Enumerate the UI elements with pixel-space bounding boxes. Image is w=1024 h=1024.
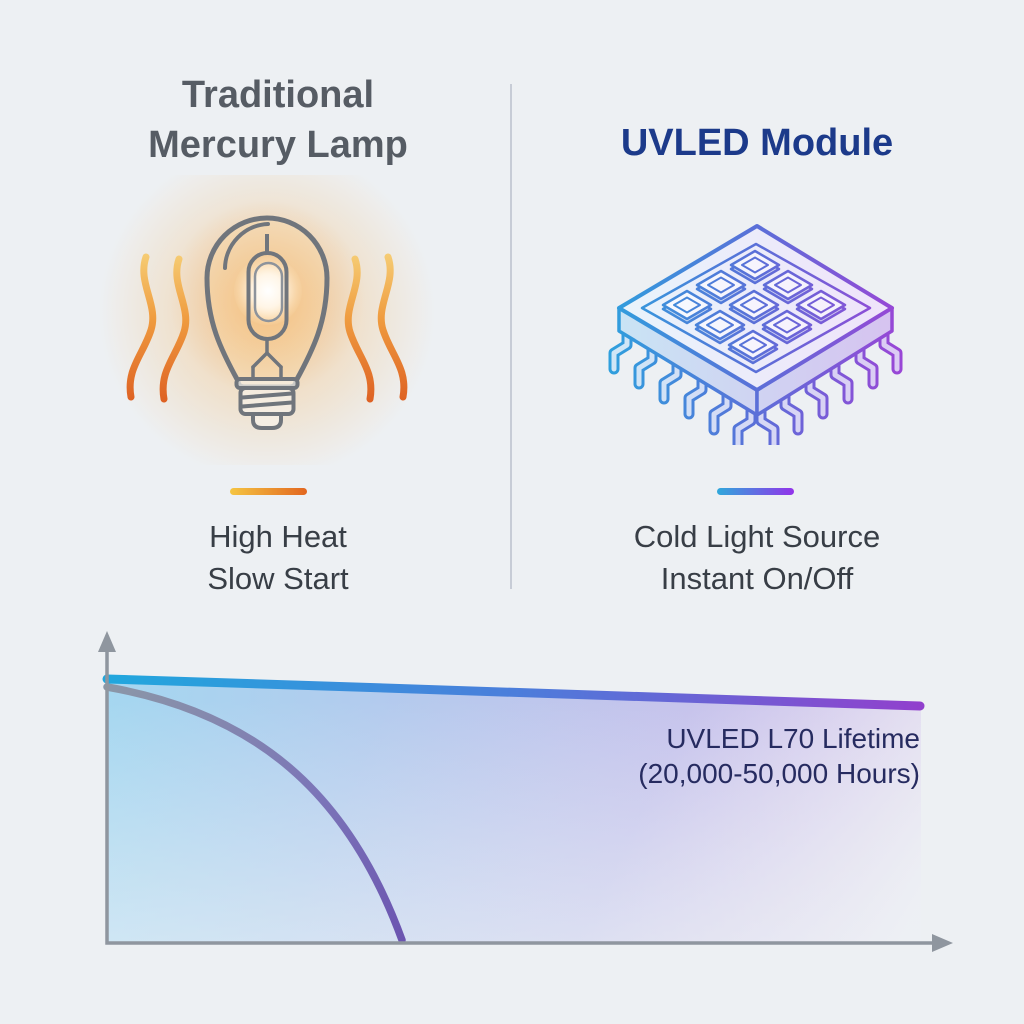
y-axis-arrow-icon bbox=[98, 631, 116, 652]
left-title-line2: Mercury Lamp bbox=[148, 124, 408, 166]
chart-annotation-line1: UVLED L70 Lifetime bbox=[666, 723, 920, 754]
chart-annotation: UVLED L70 Lifetime (20,000-50,000 Hours) bbox=[560, 721, 920, 791]
right-caption-line1: Cold Light Source bbox=[633, 519, 881, 554]
left-column-title: Traditional Mercury Lamp bbox=[110, 70, 446, 170]
x-axis-arrow-icon bbox=[932, 934, 953, 952]
mercury-decay-curve bbox=[103, 683, 406, 944]
left-caption: High Heat Slow Start bbox=[110, 516, 446, 600]
left-caption-line2: Slow Start bbox=[207, 561, 349, 596]
right-caption: Cold Light Source Instant On/Off bbox=[589, 516, 925, 600]
left-title-line1: Traditional bbox=[181, 74, 375, 116]
heat-wave-icons bbox=[126, 253, 408, 403]
right-caption-line2: Instant On/Off bbox=[660, 561, 854, 596]
left-accent-underline bbox=[230, 488, 307, 495]
uvled-lifetime-line bbox=[102, 674, 925, 711]
mercury-lamp-icon bbox=[99, 175, 435, 465]
chart-axes bbox=[98, 631, 953, 952]
chart-annotation-line2: (20,000-50,000 Hours) bbox=[638, 758, 920, 789]
left-caption-line1: High Heat bbox=[209, 519, 347, 554]
lifetime-chart bbox=[98, 631, 953, 952]
column-divider bbox=[510, 84, 512, 589]
chip-die-grid bbox=[661, 249, 847, 365]
chip-pins bbox=[608, 329, 903, 445]
uvled-module-icon bbox=[608, 224, 903, 445]
right-accent-underline bbox=[717, 488, 794, 495]
chart-area-fill bbox=[107, 681, 921, 943]
bulb-outline bbox=[204, 215, 330, 430]
right-column-title: UVLED Module bbox=[589, 118, 925, 168]
right-title-text: UVLED Module bbox=[620, 122, 894, 164]
bulb-base bbox=[234, 377, 300, 430]
